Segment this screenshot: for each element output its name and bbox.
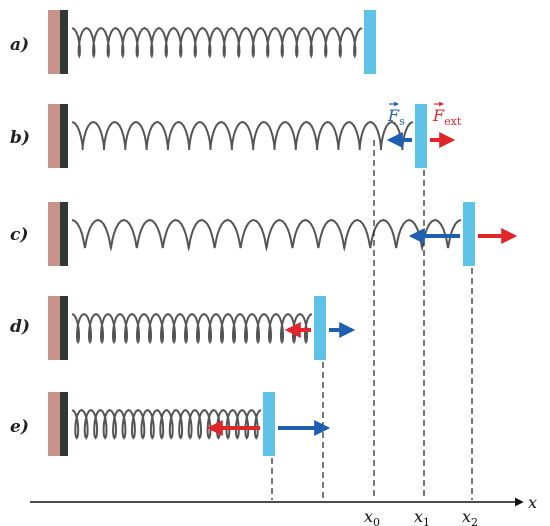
external-force-label: Fext [432,101,462,128]
external-force-subscript: ext [444,115,462,128]
wall-d [48,296,68,360]
row-label-e: e) [10,417,29,437]
tick-label-x0: x0 [364,507,380,526]
spring-force-symbol: F [387,106,400,125]
row-label-a: a) [10,35,29,55]
wall-e [48,392,68,456]
row-label-b: b) [10,128,30,148]
spring-force-label: Fs [387,101,405,128]
x-axis-label: x [528,493,537,512]
spring-c [71,218,462,252]
mass-block-e [263,392,275,456]
mass-block-d [314,296,326,360]
tick-label-x2: x2 [462,507,478,526]
spring-b [71,120,414,151]
svg-text:Fs: Fs [387,106,405,128]
tick-label-x1: x1 [414,507,430,526]
external-force-symbol: F [432,106,445,125]
svg-text:Fext: Fext [432,106,462,128]
mass-block-b [415,104,427,168]
spring-d [71,312,313,345]
mass-block-a [364,10,376,74]
wall-c [48,202,68,266]
row-label-c: c) [10,225,28,245]
wall-a [48,10,68,74]
row-label-d: d) [10,317,30,337]
spring-a [71,26,363,59]
wall-b [48,104,68,168]
spring-force-subscript: s [399,115,405,128]
spring-e [71,408,262,440]
mass-block-c [463,202,475,266]
